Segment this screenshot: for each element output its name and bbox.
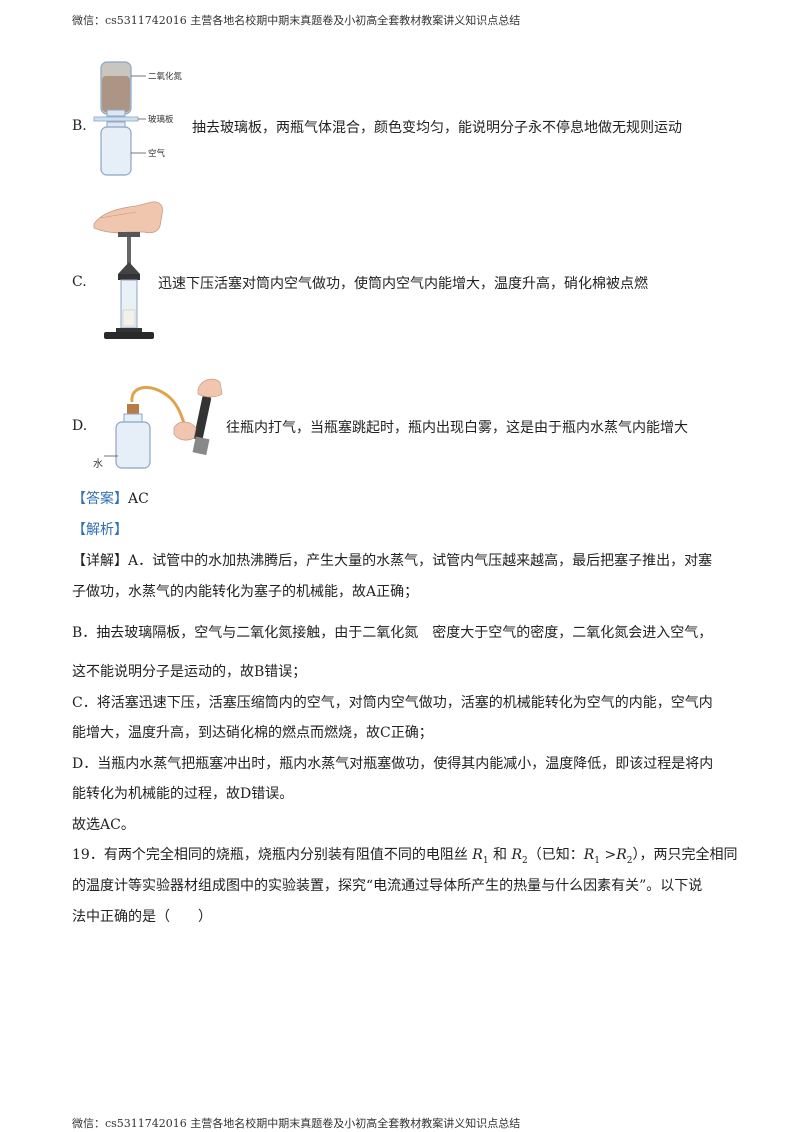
label-water: 水	[93, 459, 103, 470]
q19-text-a: 19．有两个完全相同的烧瓶，烧瓶内分别装有阻值不同的电阻丝	[72, 847, 468, 863]
page-footer: 微信：cs5311742016 主营各地名校期中期末真题卷及小初高全套教材教案讲…	[72, 1117, 521, 1130]
detail-d-line1: D．当瓶内水蒸气把瓶塞冲出时，瓶内水蒸气对瓶塞做功，使得其内能减小，温度降低，即…	[72, 756, 714, 772]
figure-piston-cylinder	[92, 192, 172, 344]
q19-r2: R	[511, 847, 523, 863]
option-b-text: 抽去玻璃板，两瓶气体混合，颜色变均匀，能说明分子永不停息地做无规则运动	[192, 120, 682, 136]
option-c-letter: C.	[72, 274, 87, 290]
detail-c-line2: 能增大，温度升高，到达硝化棉的燃点而燃烧，故C正确；	[72, 725, 433, 741]
detail-a-line2: 子做功，水蒸气的内能转化为塞子的机械能，故A正确；	[72, 584, 419, 600]
q19-and: 和	[488, 847, 512, 863]
detail-b-line2: 这不能说明分子是运动的，故B错误；	[72, 664, 307, 680]
q19-r2-sub: 2	[522, 855, 528, 866]
option-d-text: 往瓶内打气，当瓶塞跳起时，瓶内出现白雾，这是由于瓶内水蒸气内能增大	[226, 420, 688, 436]
q19-known-r1: R	[583, 847, 595, 863]
detail-a-line1: 【详解】A．试管中的水加热沸腾后，产生大量的水蒸气，试管内气压越来越高，最后把塞…	[72, 550, 712, 570]
q19-line1: 19．有两个完全相同的烧瓶，烧瓶内分别装有阻值不同的电阻丝 R1 和 R2（已知…	[72, 844, 738, 866]
figure-bottle-pump	[90, 372, 230, 476]
figure-gas-diffusion	[92, 58, 202, 180]
detail-c-line1: C．将活塞迅速下压，活塞压缩筒内的空气，对筒内空气做功，活塞的机械能转化为空气的…	[72, 695, 713, 711]
option-b-letter: B.	[72, 118, 87, 134]
detail-tag: 【详解】	[72, 553, 128, 569]
detail-conclusion: 故选AC。	[72, 817, 135, 833]
detail-d-line2: 能转化为机械能的过程，故D错误。	[72, 786, 294, 802]
q19-known-open: （已知：	[527, 847, 584, 863]
q19-known-close: ），两只完全相同	[632, 847, 738, 863]
label-nitrogen-dioxide: 二氧化氮	[148, 72, 183, 82]
q19-gt: >	[600, 847, 617, 863]
q19-known-r2: R	[616, 847, 627, 863]
answer-line: 【答案】AC	[72, 488, 149, 508]
option-d-letter: D.	[72, 418, 88, 434]
answer-tag: 【答案】	[72, 491, 128, 507]
q19-known-r1-sub: 1	[594, 855, 601, 866]
detail-a-text1: A．试管中的水加热沸腾后，产生大量的水蒸气，试管内气压越来越高，最后把塞子推出，…	[128, 553, 713, 569]
option-c-text: 迅速下压活塞对筒内空气做功，使筒内空气内能增大，温度升高，硝化棉被点燃	[158, 276, 648, 292]
q19-r1-sub: 1	[482, 855, 489, 866]
q19-known-r2-sub: 2	[626, 855, 633, 866]
page-header: 微信：cs5311742016 主营各地名校期中期末真题卷及小初高全套教材教案讲…	[72, 14, 521, 27]
answer-value: AC	[128, 491, 149, 507]
q19-r1: R	[472, 847, 483, 863]
q19-line3: 法中正确的是（ ）	[72, 909, 212, 925]
q19-line2: 的温度计等实验器材组成图中的实验装置，探究“电流通过导体所产生的热量与什么因素有…	[72, 878, 703, 894]
label-air: 空气	[148, 149, 166, 159]
detail-b-line1: B．抽去玻璃隔板，空气与二氧化氮接触，由于二氧化氮 密度大于空气的密度，二氧化氮…	[72, 625, 713, 641]
analysis-tag: 【解析】	[72, 522, 128, 538]
label-glass-plate: 玻璃板	[148, 115, 174, 125]
